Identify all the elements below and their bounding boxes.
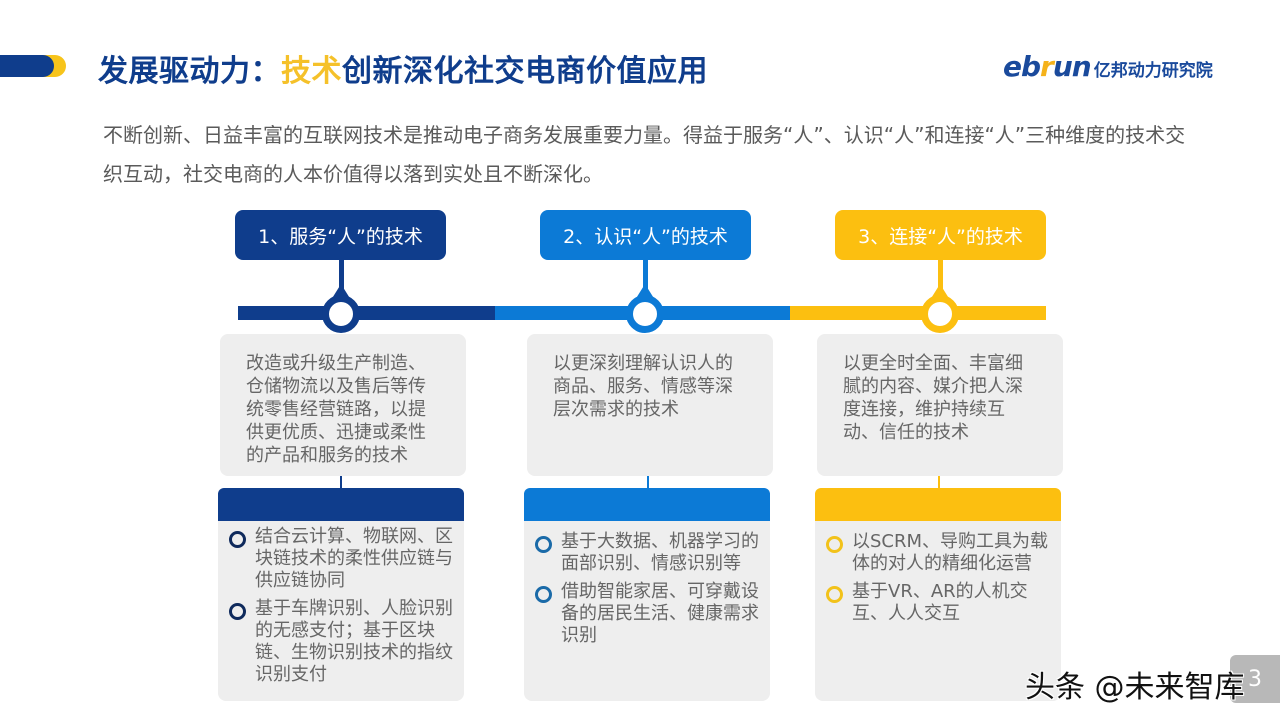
logo-brand: ebrun <box>1003 50 1092 83</box>
examples-header-bar-1 <box>218 488 464 521</box>
accent-blue <box>0 55 54 77</box>
examples-header-bar-3 <box>815 488 1061 521</box>
timeline-segment-1 <box>238 306 495 320</box>
timeline-segment-3 <box>790 306 1046 320</box>
stem-1 <box>339 260 344 290</box>
title-prefix: 发展驱动力： <box>98 54 281 89</box>
connector-2 <box>647 476 649 488</box>
circle-bullet-icon <box>229 531 246 548</box>
title-accent-bar <box>0 55 66 77</box>
intro-paragraph: 不断创新、日益丰富的互联网技术是推动电子商务发展重要力量。得益于服务“人”、认识… <box>103 123 1186 186</box>
title-highlight: 技术 <box>281 54 342 89</box>
page-number-tab: 3 <box>1230 655 1280 703</box>
description-card-1: 改造或升级生产制造、仓储物流以及售后等传统零售经营链路，以提供更优质、迅捷或柔性… <box>220 334 466 476</box>
circle-bullet-icon <box>229 603 246 620</box>
watermark: 头条 @未来智库 <box>1025 670 1245 705</box>
examples-list-2: 基于大数据、机器学习的面部识别、情感识别等 借助智能家居、可穿戴设备的居民生活、… <box>524 521 770 701</box>
timeline-node-1-icon <box>322 295 360 333</box>
list-item: 基于车牌识别、人脸识别的无感支付；基于区块链、生物识别技术的指纹识别支付 <box>218 598 464 686</box>
title-suffix: 创新深化社交电商价值应用 <box>342 54 708 89</box>
heading-serve-people: 1、服务“人”的技术 <box>235 210 446 260</box>
list-item: 基于VR、AR的人机交互、人人交互 <box>815 581 1061 625</box>
timeline-node-3-icon <box>921 295 959 333</box>
description-card-3: 以更全时全面、丰富细腻的内容、媒介把人深度连接，维护持续互动、信任的技术 <box>817 334 1063 476</box>
page-title: 发展驱动力：技术创新深化社交电商价值应用 <box>98 46 708 90</box>
heading-know-people: 2、认识“人”的技术 <box>540 210 751 260</box>
heading-connect-people: 3、连接“人”的技术 <box>835 210 1046 260</box>
timeline-node-2-icon <box>626 295 664 333</box>
logo-chinese-name: 亿邦动力研究院 <box>1093 61 1213 81</box>
ebrun-logo: ebrun 亿邦动力研究院 <box>1003 50 1213 83</box>
description-card-2: 以更深刻理解认识人的商品、服务、情感等深层次需求的技术 <box>527 334 773 476</box>
stem-3 <box>938 260 943 290</box>
circle-bullet-icon <box>826 536 843 553</box>
connector-3 <box>938 476 940 488</box>
connector-1 <box>340 476 342 488</box>
examples-list-3: 以SCRM、导购工具为载体的对人的精细化运营 基于VR、AR的人机交互、人人交互 <box>815 521 1061 701</box>
list-item: 借助智能家居、可穿戴设备的居民生活、健康需求识别 <box>524 581 770 647</box>
examples-list-1: 结合云计算、物联网、区块链技术的柔性供应链与供应链协同 基于车牌识别、人脸识别的… <box>218 521 464 701</box>
circle-bullet-icon <box>826 586 843 603</box>
list-item: 基于大数据、机器学习的面部识别、情感识别等 <box>524 531 770 575</box>
examples-header-bar-2 <box>524 488 770 521</box>
list-item: 以SCRM、导购工具为载体的对人的精细化运营 <box>815 531 1061 575</box>
list-item: 结合云计算、物联网、区块链技术的柔性供应链与供应链协同 <box>218 526 464 592</box>
timeline-bar <box>238 306 1046 320</box>
circle-bullet-icon <box>535 586 552 603</box>
stem-2 <box>643 260 648 290</box>
circle-bullet-icon <box>535 536 552 553</box>
